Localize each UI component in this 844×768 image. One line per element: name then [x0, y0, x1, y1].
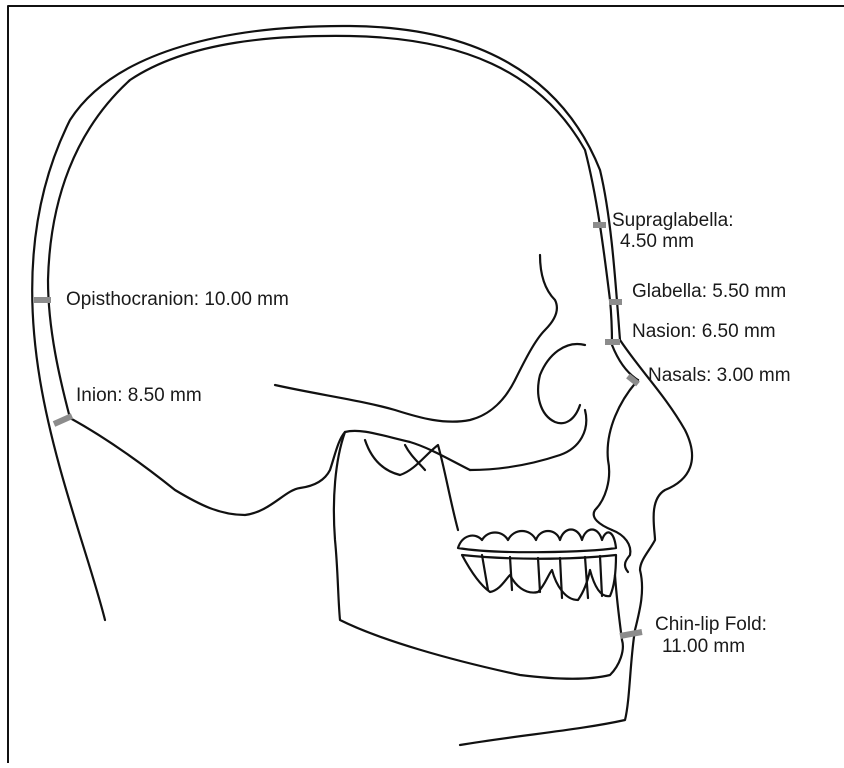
supraglabella-label: Supraglabella:	[612, 210, 733, 232]
orbit	[538, 344, 585, 423]
skull-base	[70, 418, 470, 515]
nasion-label: Nasion: 6.50 mm	[632, 321, 776, 343]
supraglabella-value: 4.50 mm	[620, 231, 694, 253]
inion-marker	[54, 416, 72, 424]
opisthocranion-label: Opisthocranion: 10.00 mm	[66, 289, 289, 311]
chin-lip-fold-label: Chin-lip Fold:	[655, 614, 767, 636]
chin-lip-fold-marker	[620, 632, 642, 636]
nasals-label: Nasals: 3.00 mm	[648, 365, 791, 387]
upper-teeth	[458, 530, 616, 553]
chin-lip-fold-value: 11.00 mm	[662, 636, 745, 658]
glabella-label: Glabella: 5.50 mm	[632, 281, 786, 303]
cheekbone	[470, 410, 586, 470]
nasals-marker	[628, 376, 638, 384]
maxilla-outline	[594, 380, 638, 530]
inion-label: Inion: 8.50 mm	[76, 385, 202, 407]
zygomatic-arch	[275, 255, 557, 422]
